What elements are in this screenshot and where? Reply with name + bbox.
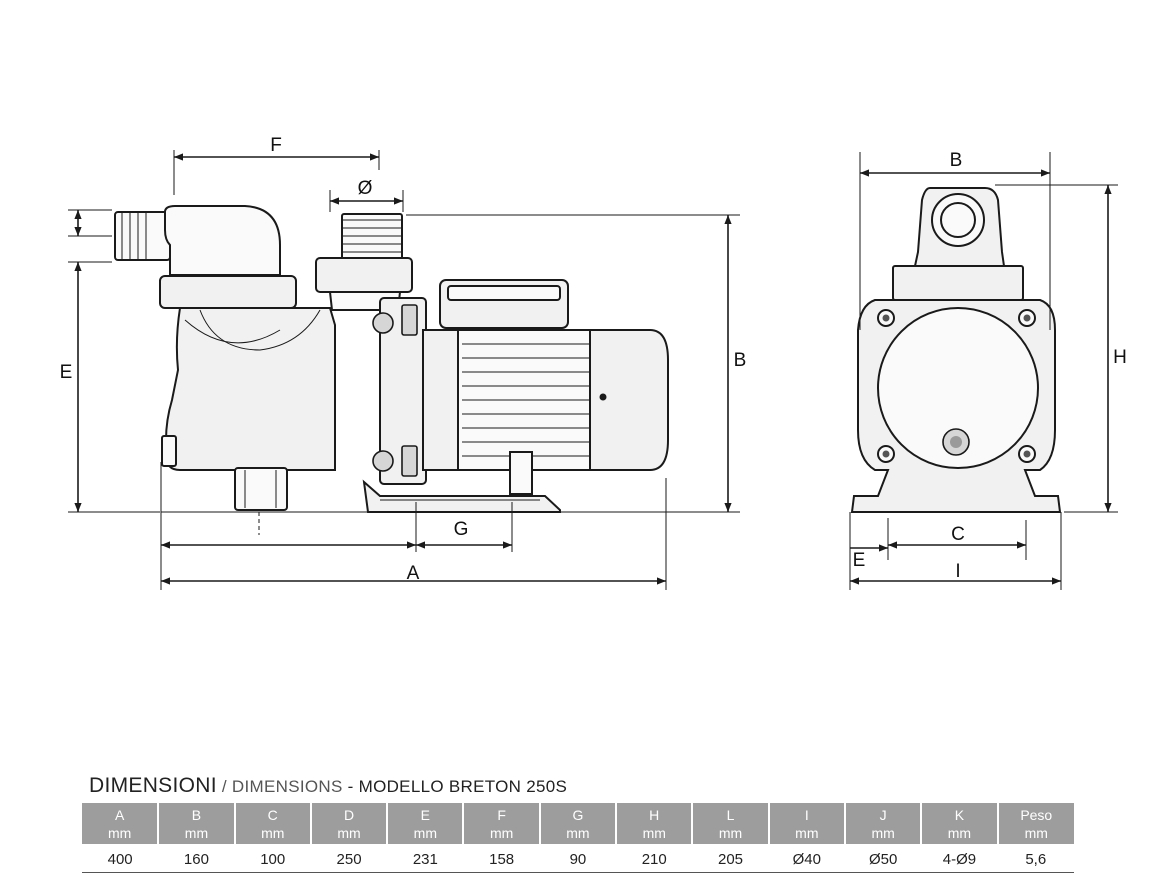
table-cell: 90 xyxy=(539,844,617,873)
table-cell: Ø40 xyxy=(768,844,845,873)
spec-title-separator: / xyxy=(216,777,232,796)
dim-label-b-front: B xyxy=(950,150,963,171)
dim-label-i: I xyxy=(955,561,960,582)
column-unit: mm xyxy=(107,825,132,841)
dim-label-h: H xyxy=(1113,347,1127,368)
column-unit: mm xyxy=(718,825,743,841)
table-cell: 250 xyxy=(310,844,388,873)
inlet-elbow xyxy=(159,205,297,309)
column-unit: mm xyxy=(642,825,666,841)
column-key: K xyxy=(954,807,965,823)
table-cell: Ø50 xyxy=(844,844,922,873)
column-unit: mm xyxy=(566,825,590,841)
column-header: Peso mm xyxy=(996,803,1074,844)
dim-label-g: G xyxy=(454,519,469,540)
dimensions-spec: DIMENSIONI / DIMENSIONS - MODELLO BRETON… xyxy=(82,774,1074,873)
table-cell: 160 xyxy=(158,844,235,873)
dim-label-a: A xyxy=(407,563,420,584)
dim-label-f: F xyxy=(270,135,282,156)
column-unit: mm xyxy=(871,825,895,841)
column-unit: mm xyxy=(795,825,819,841)
table-cell: 205 xyxy=(692,844,769,873)
column-key: Peso xyxy=(1020,807,1053,823)
technical-drawing: F Ø E B G A B H C E I xyxy=(60,135,1127,590)
dim-label-phi: Ø xyxy=(358,178,373,199)
column-unit: mm xyxy=(413,825,437,841)
outlet-union xyxy=(315,213,413,311)
column-unit: mm xyxy=(337,825,361,841)
column-unit: mm xyxy=(184,825,209,841)
column-key: F xyxy=(497,807,506,823)
dim-label-b-side: B xyxy=(734,350,747,371)
column-key: I xyxy=(804,807,809,823)
column-unit: mm xyxy=(947,825,972,841)
table-cell: 5,6 xyxy=(997,844,1074,873)
spec-title-main: DIMENSIONI xyxy=(89,774,217,797)
table-cell: 100 xyxy=(234,844,311,873)
dim-label-e-front: E xyxy=(853,550,866,571)
table-cell: 4-Ø9 xyxy=(921,844,998,873)
column-unit: mm xyxy=(1024,825,1048,841)
spec-title: DIMENSIONI / DIMENSIONS - MODELLO BRETON… xyxy=(89,774,1074,798)
column-key: J xyxy=(879,807,887,823)
inlet-hose-barb xyxy=(114,211,171,261)
table-cell: 210 xyxy=(616,844,693,873)
dimension-lines xyxy=(68,150,1118,590)
table-cell: 400 xyxy=(82,844,159,873)
column-key: A xyxy=(114,807,125,823)
column-key: C xyxy=(267,807,278,823)
pump-front-view xyxy=(850,187,1062,513)
table-cell: 158 xyxy=(463,844,540,873)
column-key: D xyxy=(343,807,355,823)
pump-housing xyxy=(161,307,336,535)
motor-body xyxy=(422,329,669,471)
column-key: L xyxy=(726,807,735,823)
column-key: G xyxy=(572,807,584,823)
spec-title-sub: DIMENSIONS xyxy=(231,777,343,796)
pump-side-view xyxy=(114,205,669,535)
column-key: E xyxy=(420,807,430,823)
motor-flange xyxy=(372,297,427,485)
spec-title-model: - MODELLO BRETON 250S xyxy=(342,777,568,796)
table-cell: 231 xyxy=(387,844,464,873)
column-unit: mm xyxy=(261,825,285,841)
column-key: B xyxy=(191,807,202,823)
dim-label-c: C xyxy=(951,524,965,545)
dim-label-e-side: E xyxy=(60,362,73,383)
column-key: H xyxy=(649,807,660,823)
column-unit: mm xyxy=(489,825,514,841)
